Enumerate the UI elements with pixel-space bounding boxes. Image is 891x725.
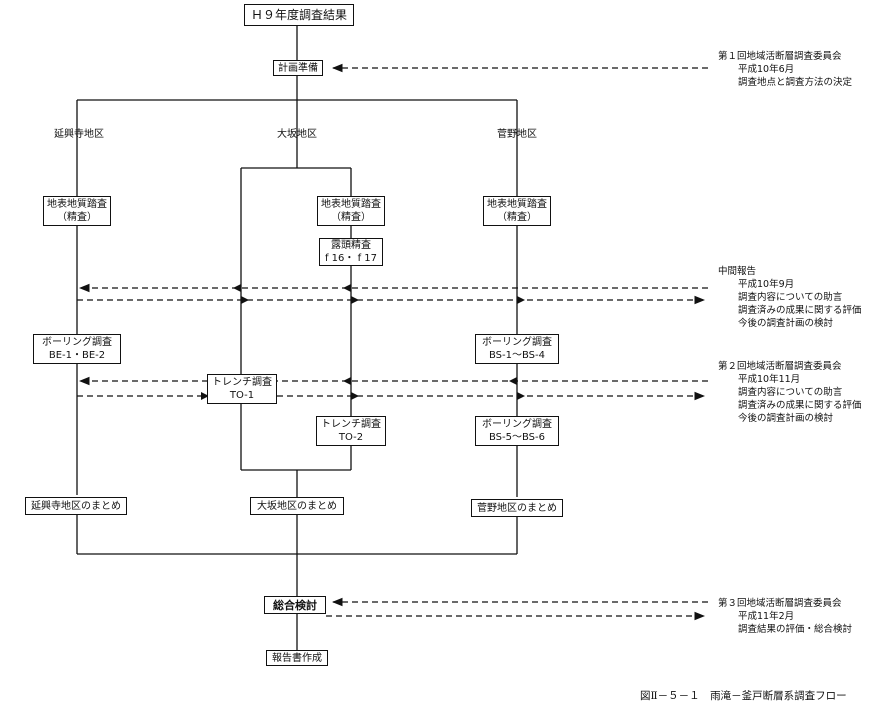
trench-to1-line2: TO-1: [229, 390, 255, 401]
area-sugano-text: 菅野地区: [497, 129, 537, 140]
note-interim-title: 中間報告: [718, 266, 757, 277]
title-box: Ｈ９年度調査結果: [244, 4, 354, 26]
boring-box-sugano-2: ボーリング調査 BS-5～BS-6: [475, 416, 559, 446]
synthesis-box: 総合検討: [264, 596, 326, 614]
boring-box-sugano-1: ボーリング調査 BS-1～BS-4: [475, 334, 559, 364]
survey-sugano-line1: 地表地質踏査: [487, 199, 547, 210]
survey-enkoji-line1: 地表地質踏査: [47, 199, 107, 210]
figure-caption: 図Ⅱ－５－１ 雨滝－釜戸断層系調査フロー: [640, 690, 847, 702]
boring-enkoji-line1: ボーリング調査: [42, 337, 112, 348]
report-box: 報告書作成: [266, 650, 328, 666]
note-committee3-date: 平成11年2月: [738, 611, 795, 622]
boring-sugano2-line2: BS-5～BS-6: [488, 432, 545, 443]
summary-box-enkoji: 延興寺地区のまとめ: [25, 497, 127, 515]
note-interim-item1: 調査内容についての助言: [738, 292, 843, 303]
area-osaka-text: 大坂地区: [277, 129, 317, 140]
note-committee2-date: 平成10年11月: [738, 374, 801, 385]
summary-enkoji-text: 延興寺地区のまとめ: [31, 500, 121, 512]
trench-to1-line1: トレンチ調査: [212, 377, 272, 388]
area-label-osaka: 大坂地区: [277, 128, 317, 141]
arrowhead-interim-out-mid: [241, 296, 249, 304]
arrowhead-c2-out-far: [517, 392, 525, 400]
survey-osaka-line1: 地表地質踏査: [321, 199, 381, 210]
note-committee3: 第３回地域活断層調査委員会 平成11年2月 調査結果の評価・総合検討: [718, 597, 852, 636]
area-label-sugano: 菅野地区: [497, 128, 537, 141]
survey-box-sugano: 地表地質踏査 （精査）: [483, 196, 551, 226]
summary-box-sugano: 菅野地区のまとめ: [471, 499, 563, 517]
report-text: 報告書作成: [272, 652, 322, 664]
trench-box-to1: トレンチ調査 TO-1: [207, 374, 277, 404]
note-interim-item3: 今後の調査計画の検討: [738, 318, 834, 329]
note-interim: 中間報告 平成10年9月 調査内容についての助言 調査済みの成果に関する評価 今…: [718, 265, 862, 330]
note-committee2: 第２回地域活断層調査委員会 平成10年11月 調査内容についての助言 調査済みの…: [718, 360, 862, 425]
area-enkoji-text: 延興寺地区: [54, 129, 104, 140]
outcrop-box-osaka: 露頭精査 f 16・ f 17: [319, 238, 383, 266]
note-interim-item2: 調査済みの成果に関する評価: [738, 305, 862, 316]
survey-osaka-line2: （精査）: [331, 212, 371, 223]
note-committee1: 第１回地域活断層調査委員会 平成10年6月 調査地点と調査方法の決定: [718, 50, 852, 89]
arrowhead-interim-in-mid: [233, 284, 241, 292]
note-committee1-item: 調査地点と調査方法の決定: [738, 77, 853, 88]
plan-box: 計画準備: [273, 60, 323, 76]
note-committee1-date: 平成10年6月: [738, 64, 795, 75]
trench-to2-line2: TO-2: [338, 432, 364, 443]
arrowhead-c2-in-right: [343, 377, 351, 385]
note-committee2-title: 第２回地域活断層調査委員会: [718, 361, 842, 372]
trench-to2-line1: トレンチ調査: [321, 419, 381, 430]
survey-box-osaka: 地表地質踏査 （精査）: [317, 196, 385, 226]
boring-enkoji-line2: BE-1・BE-2: [48, 350, 106, 361]
note-committee1-title: 第１回地域活断層調査委員会: [718, 51, 842, 62]
arrowhead-c2-in-far: [509, 377, 517, 385]
outcrop-line2: f 16・ f 17: [324, 253, 378, 264]
boring-box-enkoji: ボーリング調査 BE-1・BE-2: [33, 334, 121, 364]
boring-sugano1-line1: ボーリング調査: [482, 337, 552, 348]
summary-sugano-text: 菅野地区のまとめ: [477, 502, 557, 514]
note-interim-date: 平成10年9月: [738, 279, 795, 290]
page-title: Ｈ９年度調査結果: [250, 7, 347, 22]
synthesis-text: 総合検討: [273, 598, 317, 612]
summary-osaka-text: 大坂地区のまとめ: [257, 500, 337, 512]
arrowhead-c2-out-trench: [201, 392, 209, 400]
boring-sugano2-line1: ボーリング調査: [482, 419, 552, 430]
arrowhead-interim-out-far: [517, 296, 525, 304]
note-committee2-item1: 調査内容についての助言: [738, 387, 843, 398]
arrowhead-interim-out-right: [351, 296, 359, 304]
survey-box-enkoji: 地表地質踏査 （精査）: [43, 196, 111, 226]
boring-sugano1-line2: BS-1～BS-4: [488, 350, 545, 361]
summary-box-osaka: 大坂地区のまとめ: [250, 497, 344, 515]
arrowhead-c2-out-right: [351, 392, 359, 400]
arrowhead-interim-in-right: [343, 284, 351, 292]
trench-box-to2: トレンチ調査 TO-2: [316, 416, 386, 446]
plan-label: 計画準備: [278, 62, 318, 74]
note-committee3-title: 第３回地域活断層調査委員会: [718, 598, 842, 609]
area-label-enkoji: 延興寺地区: [54, 128, 104, 141]
outcrop-line1: 露頭精査: [331, 240, 371, 251]
survey-enkoji-line2: （精査）: [57, 212, 97, 223]
survey-sugano-line2: （精査）: [497, 212, 537, 223]
note-committee2-item3: 今後の調査計画の検討: [738, 413, 834, 424]
note-committee3-item: 調査結果の評価・総合検討: [738, 624, 853, 635]
note-committee2-item2: 調査済みの成果に関する評価: [738, 400, 862, 411]
